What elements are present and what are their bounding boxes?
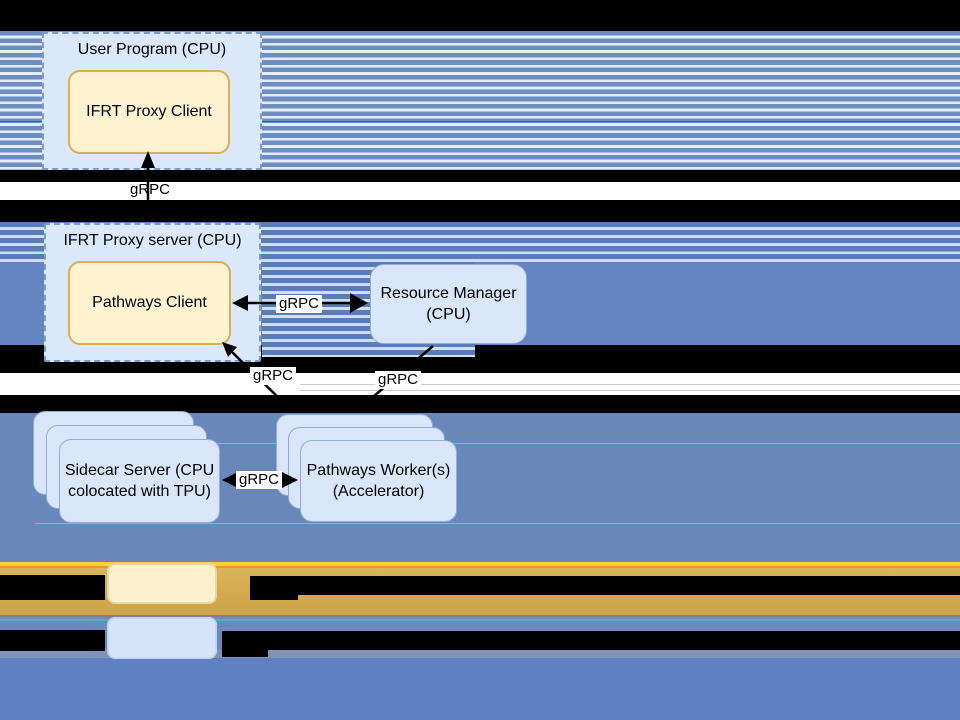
arrowhead-right-icon	[350, 293, 368, 313]
edge-label-grpc: gRPC	[249, 367, 297, 385]
node-ifrt-proxy-client: IFRT Proxy Client	[68, 70, 230, 154]
redacted-text-bar	[250, 576, 960, 595]
arrowhead-right-icon	[280, 471, 298, 489]
node-resource-manager-line2: (CPU)	[426, 306, 471, 323]
node-sidecar-server-line2: colocated with TPU)	[68, 483, 211, 500]
arrowhead-upleft-icon	[222, 342, 237, 357]
node-pathways-workers-line2: (Accelerator)	[332, 483, 425, 500]
arrowhead-left-icon	[222, 471, 240, 489]
node-sidecar-server-line1: Sidecar Server (CPU	[64, 462, 215, 479]
arrowhead-left-icon	[232, 295, 248, 311]
node-resource-manager-line1: Resource Manager	[380, 285, 517, 302]
glitch-line-cyan	[0, 251, 960, 252]
node-pathways-client-label: Pathways Client	[92, 294, 207, 311]
glitch-line-teal	[0, 619, 960, 621]
redacted-text-bar	[250, 595, 298, 600]
glitch-line-cyan	[35, 443, 960, 444]
glitch-band-black	[0, 170, 960, 182]
glitch-band-black	[0, 0, 960, 31]
edge-label-grpc: gRPC	[129, 181, 171, 198]
redacted-text-bar	[0, 630, 105, 651]
glitch-line	[455, 433, 960, 434]
redacted-text-bar	[222, 650, 268, 657]
redacted-text-bar	[222, 631, 960, 650]
legend-swatch-yellow	[107, 563, 217, 604]
node-pathways-workers: Pathways Worker(s) (Accelerator)	[300, 440, 457, 522]
edge-label-grpc: gRPC	[235, 471, 283, 489]
node-sidecar-server: Sidecar Server (CPU colocated with TPU)	[59, 439, 220, 523]
glitch-line	[0, 121, 960, 122]
glitch-line-cyan	[35, 523, 960, 524]
container-user-program-title: User Program (CPU)	[77, 41, 227, 58]
node-pathways-client: Pathways Client	[68, 261, 231, 345]
glitch-line-purple	[0, 615, 960, 617]
glitch-line	[300, 384, 960, 385]
glitch-band-black	[0, 200, 960, 222]
glitch-band-grayblue	[0, 650, 960, 658]
glitch-band-blue	[0, 658, 960, 720]
edge-label-grpc: gRPC	[275, 295, 323, 313]
glitch-line-orange	[0, 566, 960, 568]
container-ifrt-proxy-server-title: IFRT Proxy server (CPU)	[63, 232, 242, 249]
legend-swatch-blue	[107, 617, 217, 659]
glitch-line-yellow	[0, 562, 960, 566]
glitch-line	[455, 427, 960, 428]
glitch-band-black	[0, 395, 960, 413]
glitch-band-white	[0, 182, 960, 200]
edge-label-grpc: gRPC	[374, 371, 422, 389]
arrowhead-up-icon	[141, 151, 155, 168]
node-ifrt-proxy-client-label: IFRT Proxy Client	[86, 103, 212, 120]
arrowhead-downleft-icon	[355, 398, 371, 413]
redacted-text-bar	[0, 575, 105, 600]
glitch-line	[300, 390, 960, 391]
node-pathways-workers-line1: Pathways Worker(s)	[306, 462, 451, 479]
node-resource-manager: Resource Manager (CPU)	[370, 264, 527, 344]
glitch-line	[0, 617, 960, 619]
